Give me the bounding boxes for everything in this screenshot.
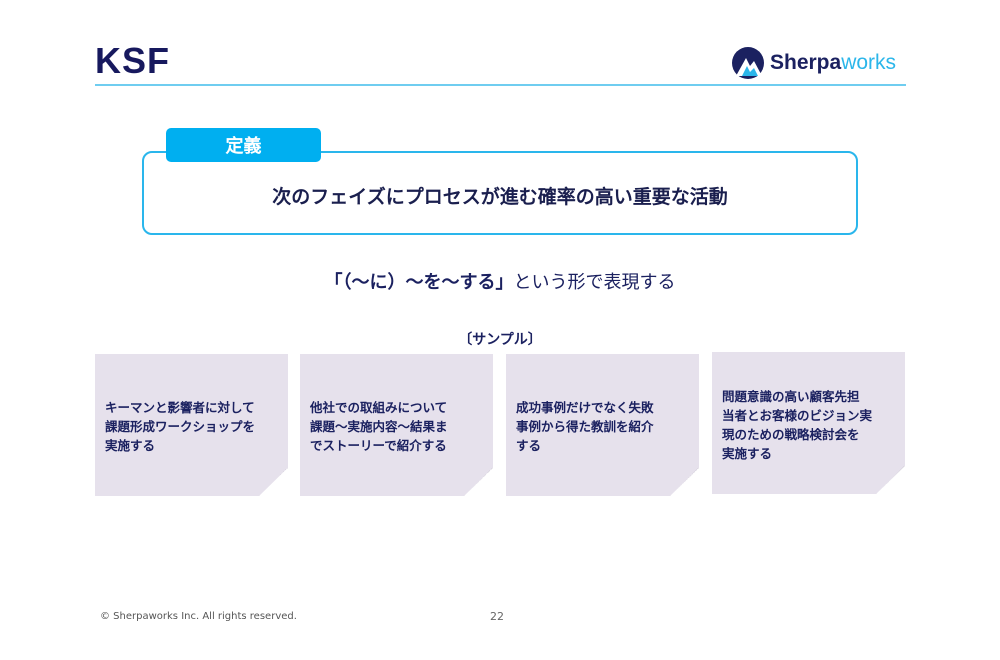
sample-note-text: 問題意識の高い顧客先担 当者とお客様のビジョン実 現のための戦略検討会を 実施す… xyxy=(722,389,873,461)
sample-note: 他社での取組みについて 課題～実施内容～結果ま でストーリーで紹介する xyxy=(300,354,493,496)
folded-corner xyxy=(876,466,905,494)
page-title: KSF xyxy=(95,40,170,81)
definition-box: 次のフェイズにプロセスが進む確率の高い重要な活動 xyxy=(142,151,858,235)
folded-corner xyxy=(464,468,493,496)
sample-label: 〔サンプル〕 xyxy=(458,332,542,348)
expression-pattern: 「（～に）～を～する」 xyxy=(324,272,514,293)
definition-text: 次のフェイズにプロセスが進む確率の高い重要な活動 xyxy=(272,185,728,208)
folded-corner xyxy=(670,468,699,496)
logo-text-light: works xyxy=(841,51,897,74)
page-number: 22 xyxy=(490,610,504,623)
sample-note: 問題意識の高い顧客先担 当者とお客様のビジョン実 現のための戦略検討会を 実施す… xyxy=(712,352,905,494)
expression-suffix: という形で表現する xyxy=(513,272,676,293)
expression-line: 「（～に）～を～する」という形で表現する xyxy=(0,268,1000,294)
header-divider xyxy=(95,84,906,86)
sample-note: キーマンと影響者に対して 課題形成ワークショップを 実施する xyxy=(95,354,288,496)
folded-corner xyxy=(259,468,288,496)
sample-note: 成功事例だけでなく失敗 事例から得た教訓を紹介 する xyxy=(506,354,699,496)
definition-tab: 定義 xyxy=(166,128,321,162)
sample-note-text: 他社での取組みについて 課題～実施内容～結果ま でストーリーで紹介する xyxy=(310,400,448,453)
copyright: © Sherpaworks Inc. All rights reserved. xyxy=(100,611,297,622)
mountain-logo-icon xyxy=(732,47,764,79)
sample-note-text: 成功事例だけでなく失敗 事例から得た教訓を紹介 する xyxy=(516,400,654,453)
sample-note-text: キーマンと影響者に対して 課題形成ワークショップを 実施する xyxy=(105,400,256,453)
logo-text-bold: Sherpa xyxy=(770,51,842,74)
